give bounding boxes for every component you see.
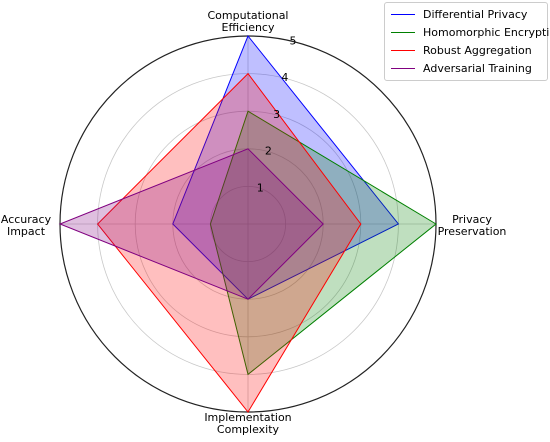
radial-tick-label: 5 [290,35,297,48]
series-area-1 [209,110,437,376]
series-area-3 [58,148,324,300]
legend-label: Robust Aggregation [423,43,532,57]
series-area-2 [96,72,362,413]
legend-item: Homomorphic Encryption [391,23,550,41]
legend-swatch [391,67,415,69]
legend-label: Adversarial Training [423,61,532,75]
legend-label: Homomorphic Encryption [423,25,550,39]
legend-item: Adversarial Training [391,59,541,77]
legend-swatch [391,13,415,15]
radial-tick-label: 4 [281,71,288,84]
radial-tick-label: 1 [257,181,264,194]
legend-swatch [391,31,415,33]
legend-item: Robust Aggregation [391,41,541,59]
radial-ticks: 1 2 3 4 5 [257,35,297,195]
legend-label: Differential Privacy [423,7,528,21]
legend-item: Differential Privacy [391,5,541,23]
series-layer [58,35,437,413]
legend-swatch [391,49,415,51]
radial-tick-label: 2 [265,145,272,158]
radial-tick-label: 3 [273,108,280,121]
